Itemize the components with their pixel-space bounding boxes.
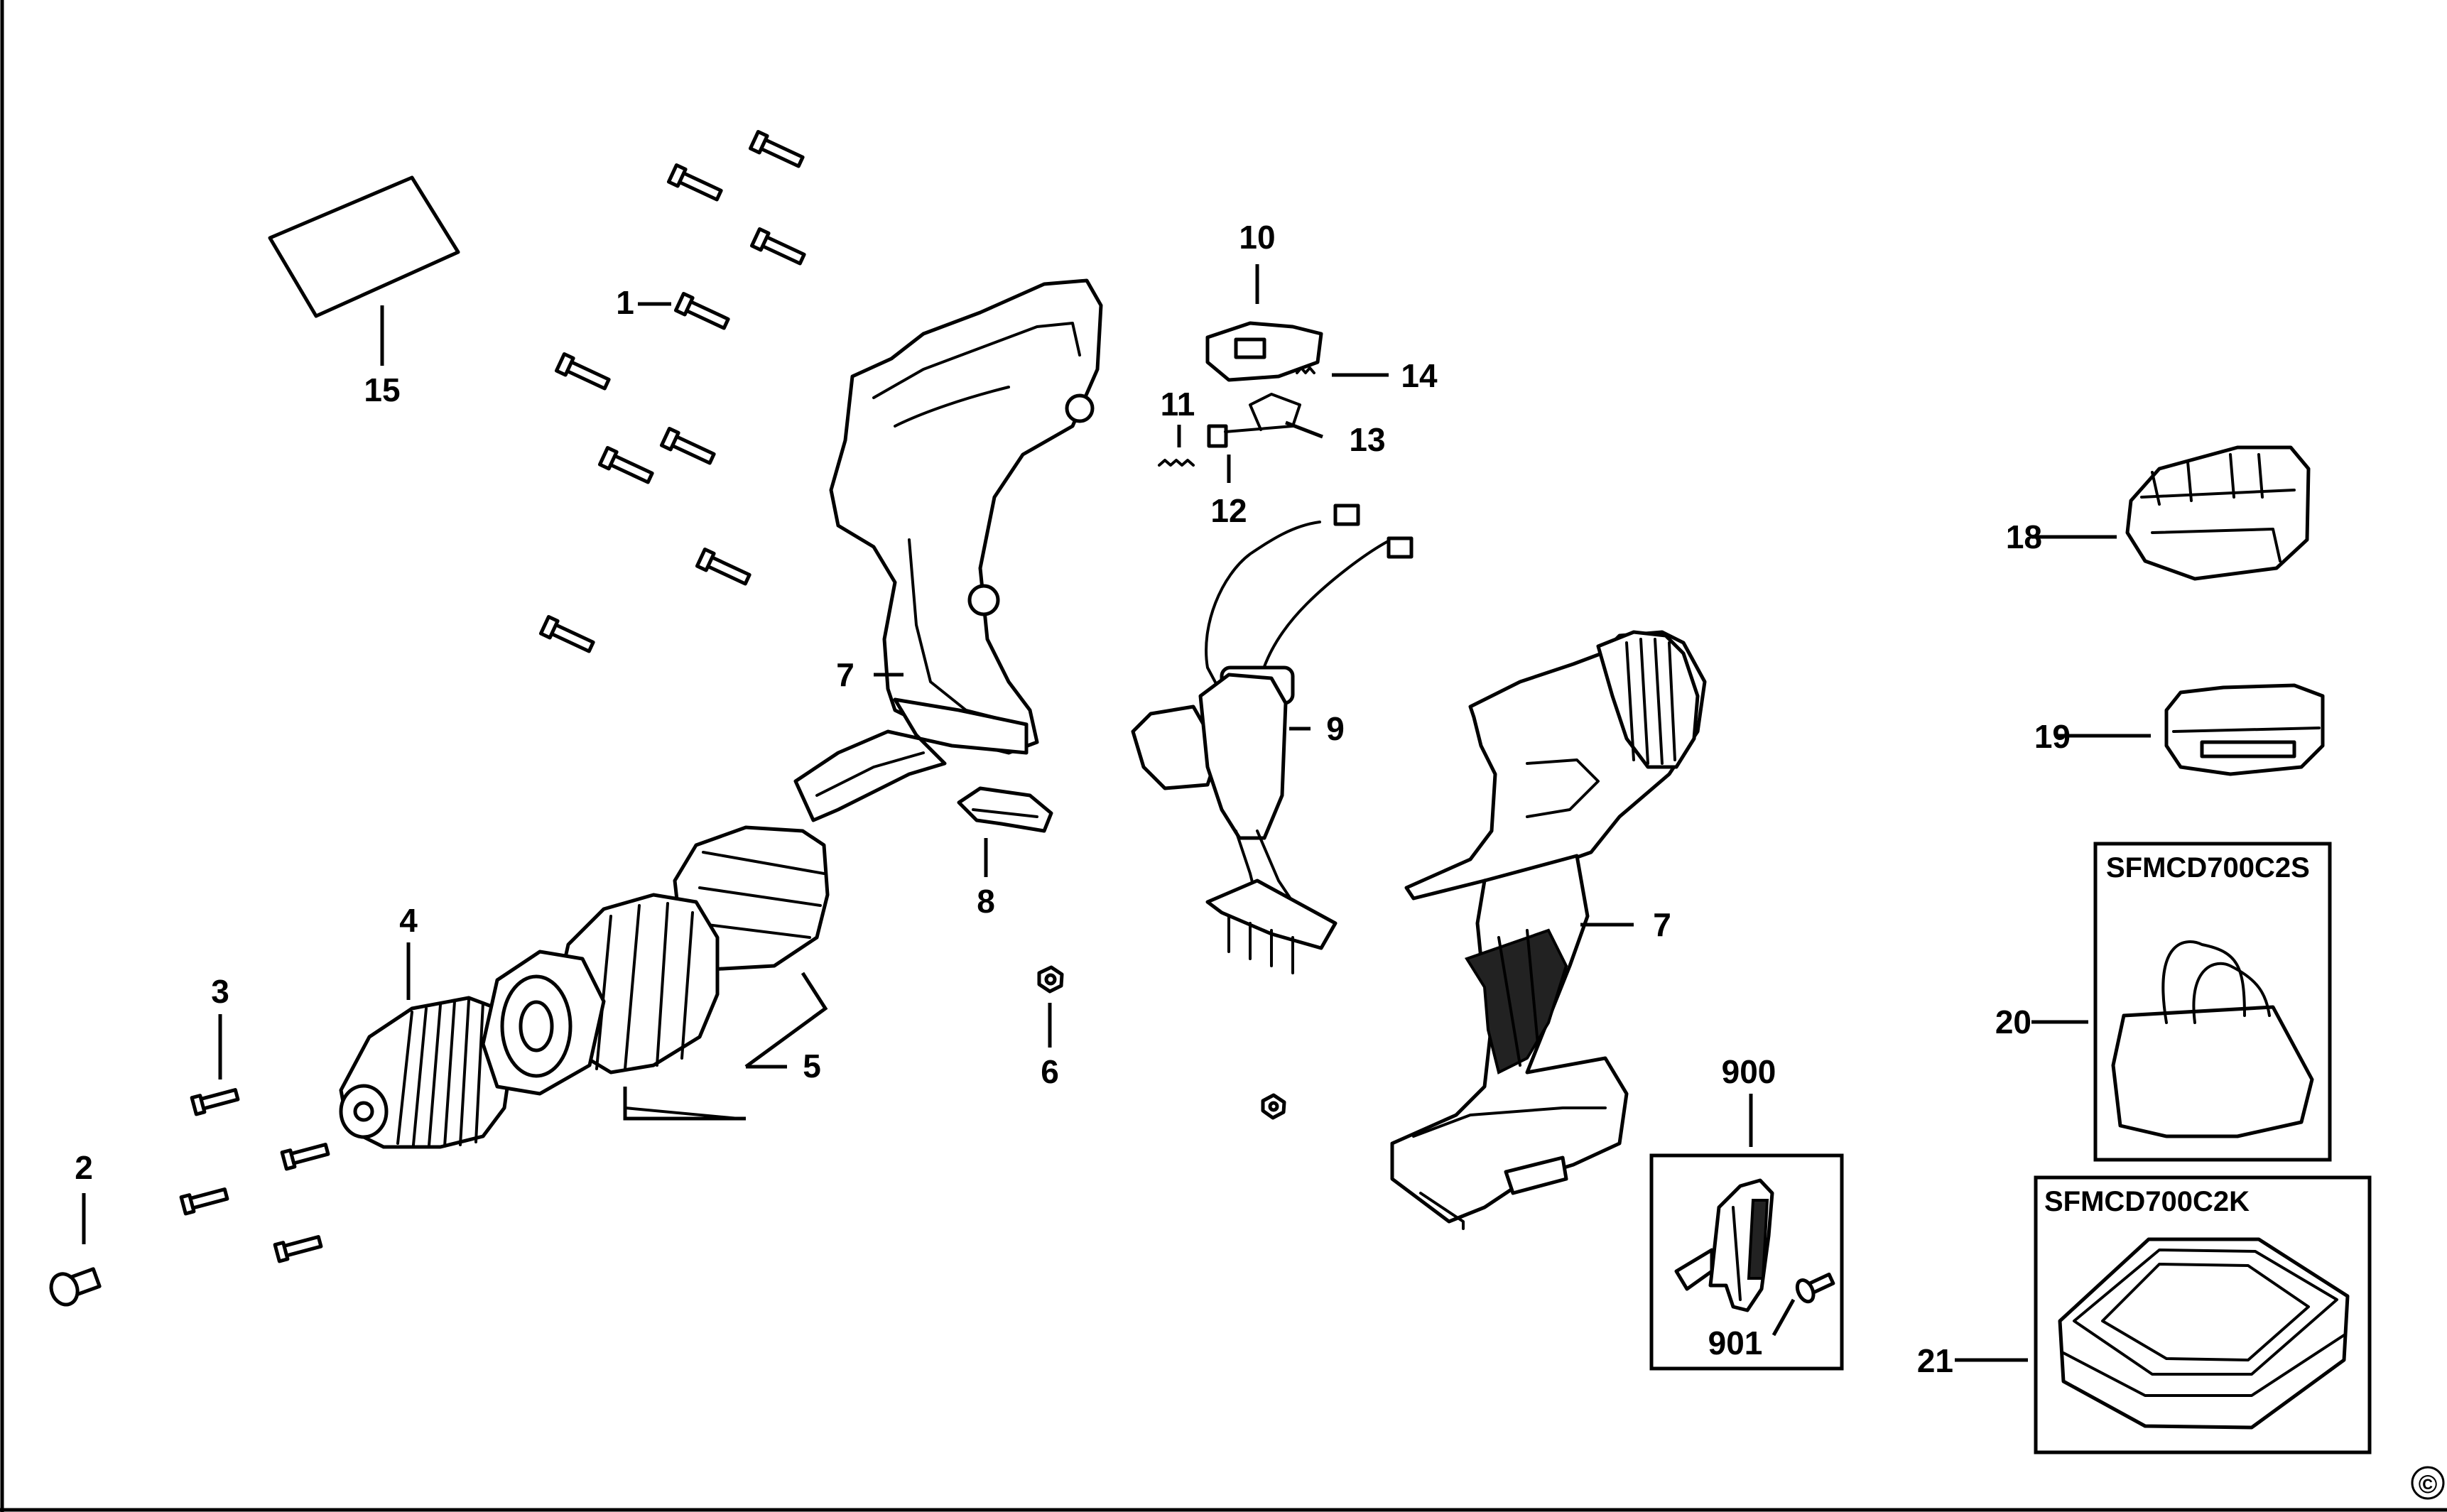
forward-reverse-slider-part [957, 786, 1053, 877]
battery-part [2056, 683, 2325, 776]
label-5: 5 [803, 1048, 821, 1084]
label-3: 3 [211, 973, 229, 1010]
label-12: 12 [1210, 492, 1247, 529]
label-10: 10 [1239, 219, 1275, 256]
label-13: 13 [1349, 421, 1385, 458]
label-sheet-part [268, 175, 460, 366]
switch-cover-part [1205, 264, 1323, 382]
drill-body-part [1390, 630, 1707, 1230]
charger-part [2031, 445, 2311, 581]
label-11: 11 [1161, 386, 1195, 423]
belt-clip-box [1649, 1094, 1844, 1371]
label-8: 8 [977, 883, 995, 920]
label-7-right: 7 [1653, 906, 1671, 943]
chuck-screws-part [49, 1014, 330, 1307]
label-21: 21 [1917, 1342, 1953, 1379]
case-kit-label: SFMCD700C2K [2044, 1186, 2250, 1217]
label-4: 4 [399, 902, 418, 939]
label-20: 20 [1995, 1004, 2031, 1040]
label-2: 2 [75, 1149, 93, 1186]
springs-part [1158, 366, 1389, 483]
label-18: 18 [2006, 518, 2042, 555]
gearbox-motor-part [481, 825, 830, 1121]
label-6: 6 [1041, 1053, 1059, 1090]
case-kit-box [1955, 1175, 2372, 1454]
nut-part [1037, 965, 1286, 1120]
screws-part [538, 129, 806, 653]
chuck-part [339, 942, 514, 1149]
trigger-switch-part [1131, 504, 1414, 974]
label-900: 900 [1722, 1053, 1776, 1090]
bag-kit-label: SFMCD700C2S [2106, 852, 2310, 883]
left-housing-part [793, 278, 1103, 822]
label-7-left: 7 [836, 656, 854, 693]
bag-kit-box [2031, 842, 2332, 1162]
label-19: 19 [2034, 718, 2071, 755]
label-14: 14 [1401, 357, 1438, 394]
label-901: 901 [1708, 1325, 1763, 1361]
label-9: 9 [1326, 710, 1345, 747]
label-15: 15 [364, 371, 400, 408]
copyright-mark: © [2419, 1469, 2438, 1499]
label-1: 1 [616, 284, 634, 321]
